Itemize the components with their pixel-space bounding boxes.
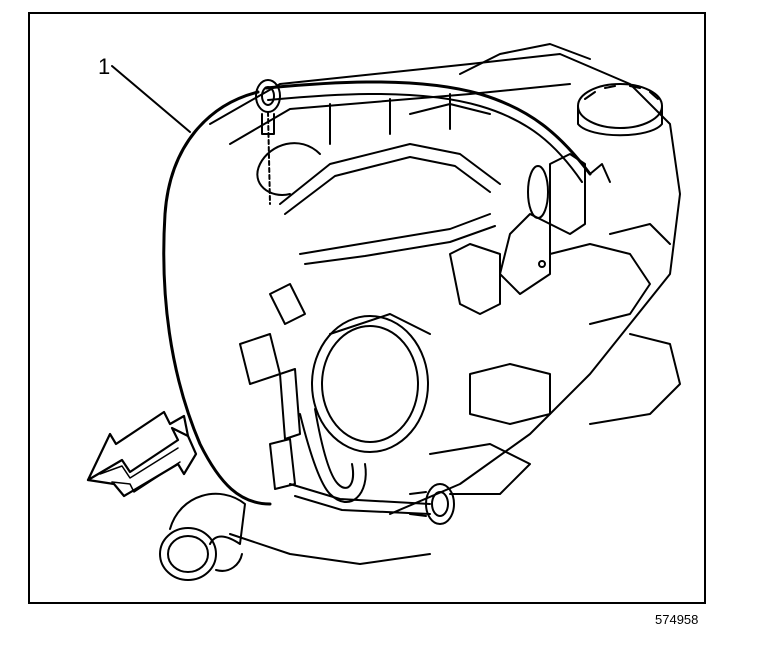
elbow-pipe [159, 492, 246, 581]
diagram-frame: 1 [28, 12, 706, 604]
direction-arrow-icon [86, 410, 198, 498]
callout-leader-1 [111, 65, 191, 133]
hoses [256, 103, 501, 315]
lower-right-fitting [409, 483, 455, 525]
oil-fill-cap [577, 83, 663, 137]
dipstick-handle [255, 79, 281, 205]
throttle-body [311, 313, 431, 453]
connector-assembly [239, 283, 431, 515]
callout-label-1: 1 [98, 54, 111, 79]
engine-block [209, 43, 681, 565]
cable-item-1 [162, 80, 611, 506]
figure-number: 574958 [655, 612, 699, 627]
engine-line-drawing [86, 43, 681, 581]
